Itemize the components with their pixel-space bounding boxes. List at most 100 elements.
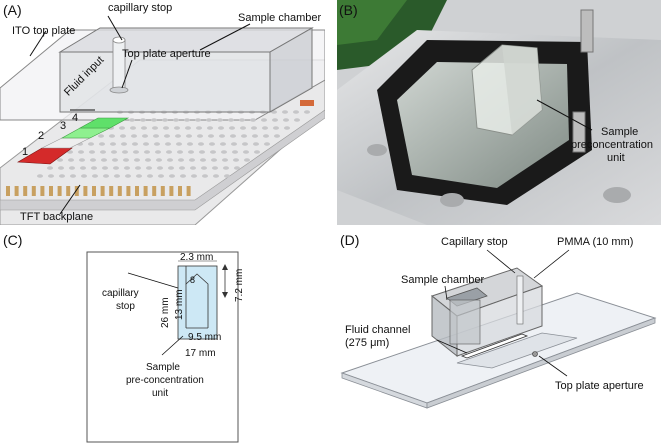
electrode-dot [67, 150, 73, 154]
fluid-channel [460, 333, 529, 359]
electrode-dot [282, 110, 288, 114]
electrode-dot [284, 126, 290, 130]
electrode-dot [158, 174, 164, 178]
electrode-dot [142, 134, 148, 138]
electrode-dot [135, 166, 141, 170]
unit-c-line-3: unit [152, 388, 169, 399]
electrode-dot [197, 134, 203, 138]
electrode-dot [132, 142, 138, 146]
electrode-dot [253, 142, 259, 146]
electrode-array [37, 110, 310, 178]
electrode-dot [113, 166, 119, 170]
electrode-dot [91, 166, 97, 170]
dim-small-8: 8 [190, 275, 196, 285]
electrode-dot [242, 142, 248, 146]
electrode-dot [141, 126, 147, 130]
sample-unit-line-1: Sample [601, 126, 639, 138]
electrode-dot [210, 150, 216, 154]
electrode-dot [219, 134, 225, 138]
electrode-dot [168, 166, 174, 170]
electrode-dot [133, 150, 139, 154]
electrode-dot [100, 150, 106, 154]
electrode-dot [173, 118, 179, 122]
tft-contact-pads [6, 186, 191, 196]
contact-pad [135, 186, 139, 196]
electrode-dot [131, 134, 137, 138]
electrode-dot [152, 126, 158, 130]
contact-pad [49, 186, 53, 196]
contact-pad [117, 186, 122, 196]
electrode-dot [144, 150, 150, 154]
electrode-dot [151, 118, 157, 122]
electrode-dot [304, 110, 310, 114]
electrode-dot [121, 142, 127, 146]
sample-chamber-label: Sample chamber [238, 12, 322, 24]
fluid-channel-label-1: Fluid channel [345, 324, 411, 336]
electrode-dot [69, 166, 75, 170]
panel-b: (B) Sample preconcentration unit [337, 0, 661, 225]
electrode-dot [165, 142, 171, 146]
electrode-dot [239, 118, 245, 122]
electrode-dot [261, 118, 267, 122]
electrode-dot [134, 158, 140, 162]
electrode-dot [136, 174, 142, 178]
electrode-dot [180, 174, 186, 178]
unit-c-line-1: Sample [146, 362, 180, 373]
electrode-dot [274, 134, 280, 138]
contact-pad [169, 186, 174, 196]
contact-pad [100, 186, 105, 196]
panel-a-diagram [0, 15, 325, 225]
capillary-stop-d-label: Capillary stop [441, 236, 508, 248]
electrode-dot [98, 134, 104, 138]
electrode-dot [129, 118, 135, 122]
electrode-dot [157, 166, 163, 170]
electrode-dot [79, 158, 85, 162]
electrode-dot [78, 150, 84, 154]
panel-d-diagram [340, 249, 657, 409]
electrode-dot [188, 150, 194, 154]
contact-pad [23, 186, 28, 196]
tft-backplane-label: TFT backplane [20, 211, 94, 223]
contact-pad [178, 186, 182, 196]
electrode-dot [222, 158, 228, 162]
electrode-dot [218, 126, 224, 130]
electrode-dot [112, 158, 118, 162]
capillary-stop-label: capillary stop [108, 2, 173, 14]
lane-number-3: 3 [60, 120, 67, 132]
capillary-stop-c-line-1: capillary [102, 288, 139, 299]
lane-number-2: 2 [38, 130, 45, 142]
electrode-dot [166, 150, 172, 154]
electrode-dot [294, 118, 300, 122]
electrode-dot [101, 158, 107, 162]
electrode-dot [88, 142, 94, 146]
electrode-dot [145, 158, 151, 162]
lane-number-1: 1 [22, 146, 29, 158]
electrode-dot [211, 158, 217, 162]
electrode-dot [154, 142, 160, 146]
electrode-dot [123, 158, 129, 162]
electrode-dot [234, 166, 240, 170]
electrode-dot [109, 134, 115, 138]
contact-pad [40, 186, 45, 196]
electrode-dot [191, 174, 197, 178]
electrode-dot [252, 134, 258, 138]
contact-pad [31, 186, 36, 196]
ito-top-plate-label: ITO top plate [12, 25, 76, 37]
electrode-dot [230, 134, 236, 138]
contact-pad [143, 186, 148, 196]
electrode-dot [155, 150, 161, 154]
dim-inner-width: 9.5 mm [188, 332, 222, 343]
electrode-dot [92, 174, 98, 178]
green-electrodes-2 [78, 117, 130, 129]
sample-chamber-d-label: Sample chamber [401, 274, 485, 286]
electrode-dot [48, 174, 54, 178]
electrode-dot [293, 110, 299, 114]
electrode-dot [233, 158, 239, 162]
electrode-dot [186, 134, 192, 138]
electrode-dot [130, 126, 136, 130]
electrode-dot [283, 118, 289, 122]
dim-inner-height: 13 mm [174, 289, 185, 320]
electrode-dot [231, 142, 237, 146]
electrode-dot [122, 150, 128, 154]
electrode-dot [217, 118, 223, 122]
